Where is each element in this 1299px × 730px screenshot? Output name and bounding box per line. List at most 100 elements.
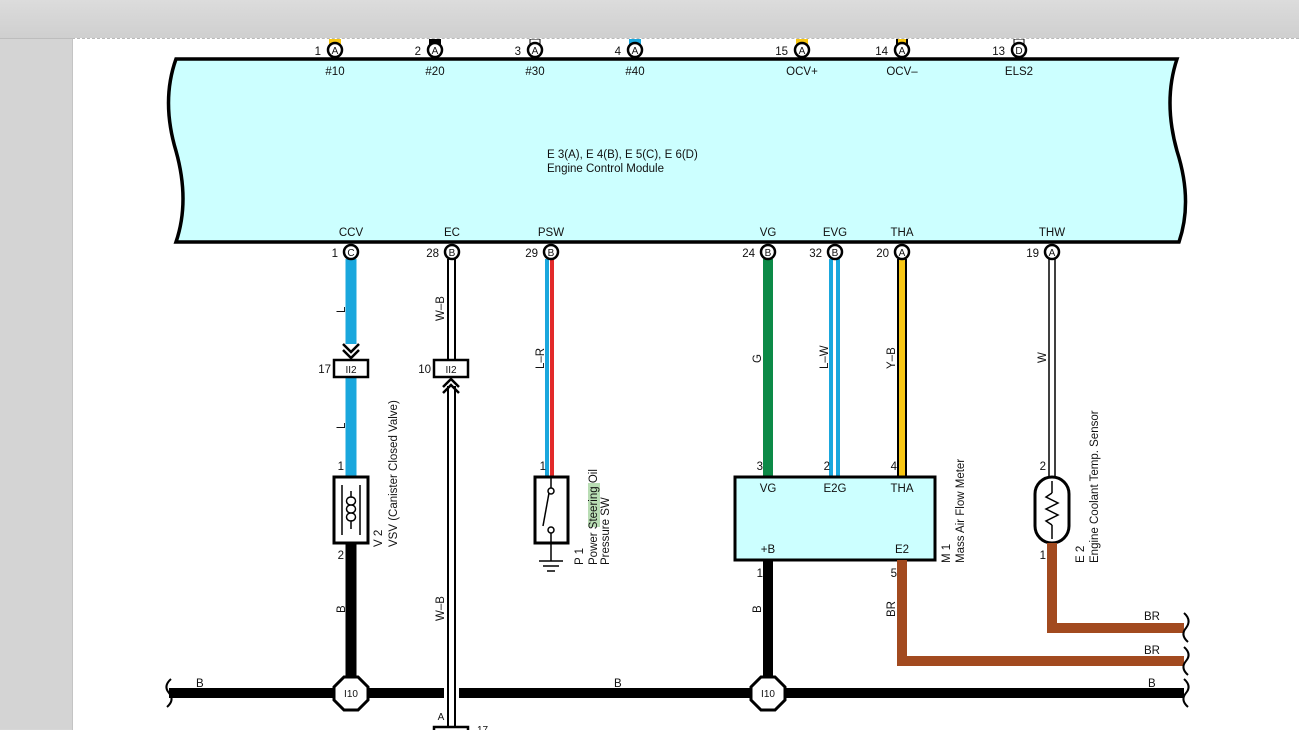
bottom-pin-num: 20 — [876, 248, 889, 260]
vsv-pin-bottom: 2 — [338, 550, 344, 562]
psw-name-post: Oil — [588, 469, 600, 486]
vsv-pin-top: 1 — [338, 461, 344, 473]
top-pin-num: 3 — [515, 46, 521, 58]
pin-name-thw: THW — [1039, 227, 1065, 239]
psw-id: P 1 — [574, 548, 586, 565]
psw-name-highlight: Steering — [588, 486, 600, 529]
junction-i10-right: I10 — [749, 675, 787, 712]
junction-i10-left: I10 — [332, 675, 370, 712]
bottom-pin: A 20 — [876, 243, 911, 261]
bottom-pin-conn: B — [765, 248, 772, 259]
bottom-pin: B 28 — [426, 243, 461, 261]
maf-pin-vg: 3 — [757, 461, 763, 473]
wire-label-e2-ground: BR — [886, 601, 898, 617]
ect-pin-bottom: 1 — [1040, 550, 1046, 562]
bottom-pin: B 32 — [809, 243, 844, 261]
wire-label-psw: L–R — [535, 348, 547, 369]
maf-pin-e2g: 2 — [824, 461, 830, 473]
maf-pin-b: 1 — [757, 568, 763, 580]
top-pin-name: OCV– — [886, 66, 918, 78]
connector-ii2-right: II2 10 — [418, 358, 470, 379]
top-pin-conn: A — [799, 46, 806, 57]
continuation-breaks — [165, 612, 1190, 708]
bottom-pin: A 19 — [1026, 243, 1061, 261]
top-pin: A 14 OCV– — [875, 39, 918, 78]
page: E 3(A), E 4(B), E 5(C), E 6(D) Engine Co… — [72, 38, 1299, 730]
wire-label-br-upper: BR — [1144, 611, 1160, 623]
top-pin-num: 2 — [415, 46, 421, 58]
wire-ec — [442, 259, 460, 730]
top-pin: A 3 #30 — [515, 39, 545, 78]
bottom-pin-num: 28 — [426, 248, 439, 260]
pin-name-tha: THA — [891, 227, 914, 239]
wire-thw — [1048, 259, 1056, 479]
connector-label: II2 — [445, 365, 457, 376]
maf-term-tha: THA — [891, 483, 914, 495]
connector-label: II2 — [345, 365, 357, 376]
wire-e2-br — [897, 560, 1184, 666]
bottom-pin-num: 32 — [809, 248, 822, 260]
bottom-pin-num: 29 — [525, 248, 538, 260]
top-pin-name: #10 — [325, 66, 344, 78]
bottom-pin: B 24 — [742, 243, 777, 261]
wire-label-maf-ground: B — [752, 605, 764, 613]
viewer-toolbar — [0, 0, 1299, 39]
connector-ii2-left: II2 17 — [318, 358, 370, 379]
top-pin-name: #20 — [425, 66, 444, 78]
maf-name: Mass Air Flow Meter — [955, 459, 967, 563]
search-highlight — [588, 483, 600, 527]
top-pin-num: 13 — [992, 46, 1005, 58]
top-pin: A 4 #40 — [615, 39, 645, 78]
wire-evg — [829, 259, 840, 477]
ect-component: 2 1 — [1033, 461, 1071, 562]
psw-component: 1 — [533, 461, 570, 572]
connector-letter: A — [438, 712, 445, 723]
wire-label-vg: G — [752, 354, 764, 363]
junction-label: I10 — [344, 689, 358, 700]
ect-pin-top: 2 — [1040, 461, 1046, 473]
top-pin: A 15 OCV+ — [775, 39, 818, 78]
vsv-name: VSV (Canister Closed Valve) — [388, 400, 400, 547]
top-pin-num: 15 — [775, 46, 788, 58]
top-pin-conn: A — [899, 46, 906, 57]
bottom-pin-num: 19 — [1026, 248, 1039, 260]
wire-ect-br — [1047, 543, 1184, 633]
maf-term-e2: E2 — [895, 544, 909, 556]
vsv-id: V 2 — [373, 530, 385, 547]
top-pin-conn: A — [632, 46, 639, 57]
top-pin-name: OCV+ — [786, 66, 818, 78]
maf-term-vg: VG — [760, 483, 777, 495]
top-pin-name: #40 — [625, 66, 644, 78]
maf-term-b: +B — [761, 544, 776, 556]
top-pin-conn: A — [532, 46, 539, 57]
bottom-pin-num: 24 — [742, 248, 755, 260]
bottom-pin-conn: A — [899, 248, 906, 259]
wire-label-br-lower: BR — [1144, 645, 1160, 657]
connector-num: 17 — [477, 725, 489, 730]
wire-label-bus-right: B — [1148, 678, 1156, 690]
wire-label-vsv-ground: B — [336, 605, 348, 613]
pin-name-vg: VG — [760, 227, 777, 239]
top-pin-conn: A — [432, 46, 439, 57]
wire-label-tha: Y–B — [886, 347, 898, 369]
top-pin-name: #30 — [525, 66, 544, 78]
top-pin: A 1 #10 — [315, 39, 345, 78]
wire-label-evg: L–W — [819, 345, 831, 369]
ecm-bottom-pin-names: CCV EC PSW VG EVG THA THW — [339, 227, 1065, 239]
psw-pin-top: 1 — [540, 461, 546, 473]
ect-id: E 2 — [1075, 546, 1087, 563]
ect-name: Engine Coolant Temp. Sensor — [1089, 410, 1101, 563]
wire-label-ccv-lower: L — [336, 422, 348, 429]
top-pin-name: ELS2 — [1005, 66, 1033, 78]
wire-label-bus-mid: B — [614, 678, 622, 690]
bottom-pin-num: 1 — [332, 248, 338, 260]
ecm-box — [166, 57, 1188, 244]
wire-label-ccv-upper: L — [336, 306, 348, 313]
wire-label-thw: W — [1037, 352, 1049, 363]
bottom-pin-conn: A — [1049, 248, 1056, 259]
pin-name-ccv: CCV — [339, 227, 364, 239]
connector-bottom: A 17 — [432, 712, 489, 730]
maf-id: M 1 — [941, 544, 953, 563]
ecm-top-pins: A 1 #10 A 2 #20 A 3 #30 — [315, 39, 1033, 78]
